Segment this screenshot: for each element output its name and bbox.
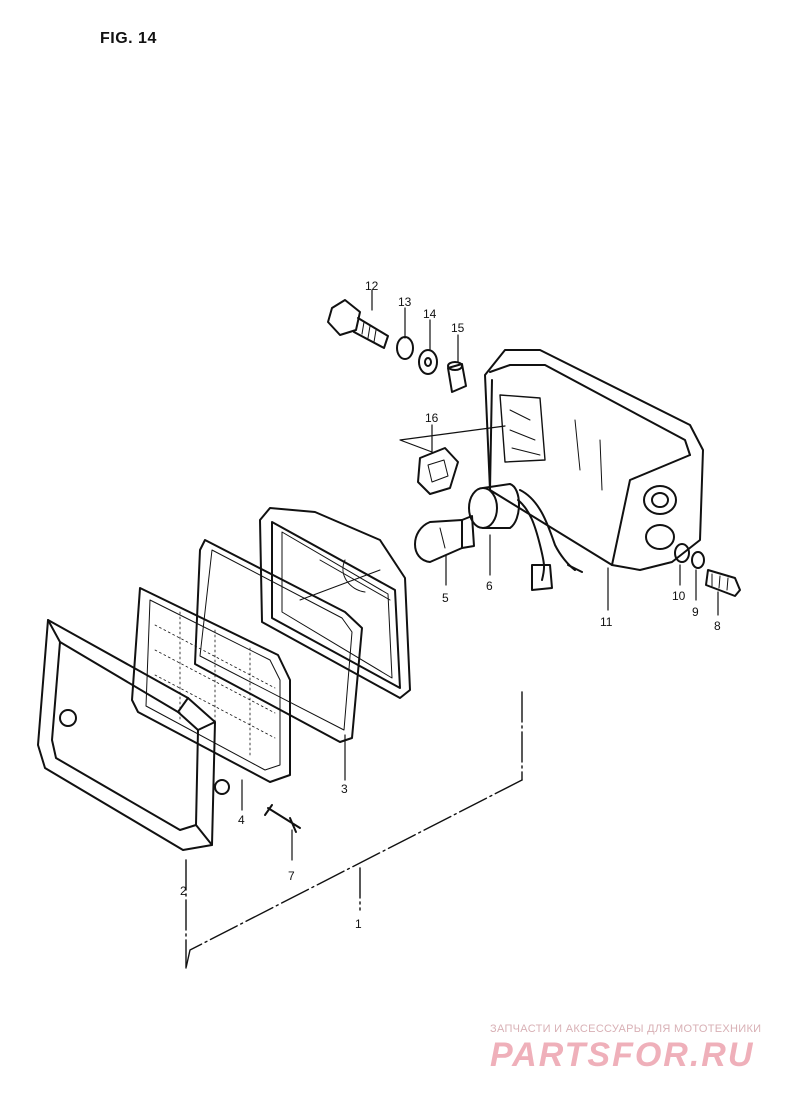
- watermark-tagline: ЗАПЧАСТИ И АКСЕССУАРЫ ДЛЯ МОТОТЕХНИКИ: [490, 1023, 762, 1035]
- part-lock-washer: [396, 336, 414, 360]
- part-bulb: [414, 515, 475, 563]
- part-clip: [417, 447, 459, 495]
- part-screw: [705, 569, 741, 597]
- watermark-logo: PARTSFOR.RU: [490, 1036, 755, 1074]
- part-washer: [418, 349, 438, 375]
- callout-6: 6: [486, 579, 493, 593]
- callout-9: 9: [692, 605, 699, 619]
- callout-11: 11: [600, 615, 613, 629]
- callout-7: 7: [288, 869, 295, 883]
- part-bolt: [327, 299, 389, 349]
- part-lens: [131, 587, 291, 783]
- part-gasket: [194, 539, 363, 743]
- part-reflector-frame: [259, 507, 411, 699]
- part-rim: [37, 619, 230, 851]
- callout-4: 4: [238, 813, 245, 827]
- part-small-screw: [264, 804, 301, 833]
- callout-12: 12: [365, 279, 379, 293]
- part-socket: [468, 483, 583, 591]
- callout-13: 13: [398, 295, 412, 309]
- callout-8: 8: [714, 619, 721, 633]
- callout-5: 5: [442, 591, 449, 605]
- callout-2: 2: [180, 884, 187, 898]
- part-collar: [447, 361, 467, 393]
- part-washer-9: [691, 551, 705, 569]
- callout-3: 3: [341, 782, 348, 796]
- callout-1: 1: [355, 917, 362, 931]
- callout-14: 14: [423, 307, 437, 321]
- part-washer-10: [674, 543, 690, 563]
- callout-16: 16: [425, 411, 439, 425]
- figure-title: FIG. 14: [100, 30, 157, 47]
- part-rear-case: [484, 349, 704, 571]
- callout-15: 15: [451, 321, 465, 335]
- callout-10: 10: [672, 589, 686, 603]
